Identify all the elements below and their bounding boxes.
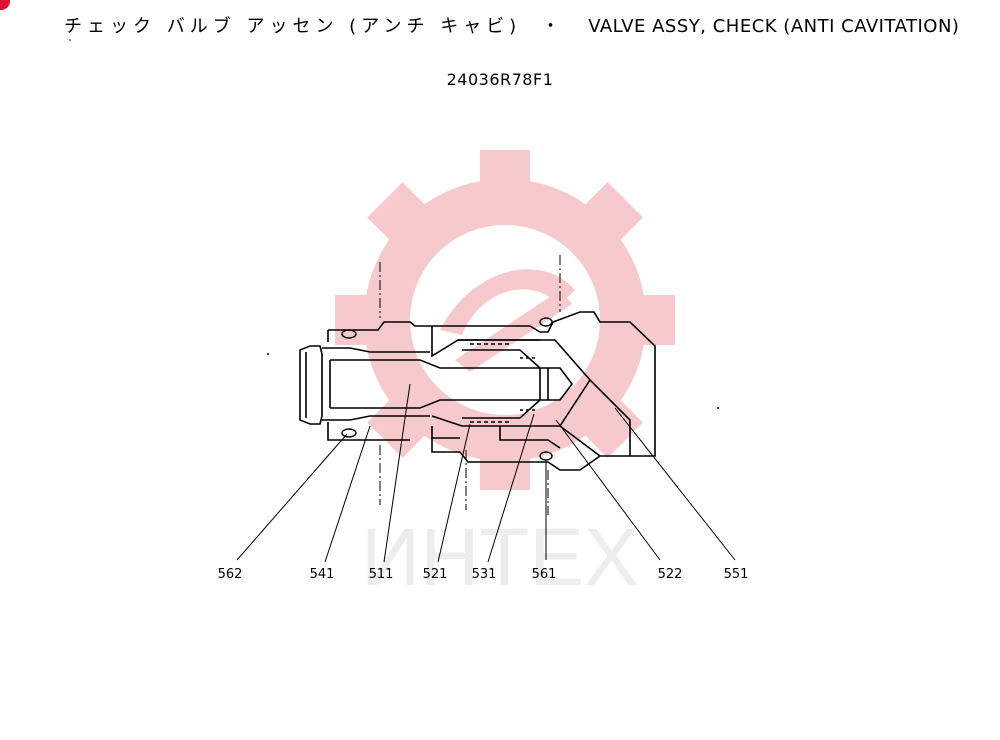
callout-562: 562 [218, 567, 243, 582]
corner-badge-icon [0, 0, 10, 10]
callout-551: 551 [724, 567, 749, 582]
title-separator: ・ [541, 16, 560, 37]
watermark-gear-icon [335, 150, 675, 490]
title-japanese: チェック バルブ アッセン (アンチ キャビ) [64, 16, 522, 37]
callout-511: 511 [369, 567, 394, 582]
callout-521: 521 [423, 567, 448, 582]
callout-541: 541 [310, 567, 335, 582]
callout-522: 522 [658, 567, 683, 582]
title-english: VALVE ASSY, CHECK (ANTI CAVITATION) [588, 16, 960, 37]
valve-body [299, 311, 656, 471]
watermark-text: ИНТЕХ [361, 512, 639, 603]
drawing-title: チェック バルブ アッセン (アンチ キャビ) ・ VALVE ASSY, CH… [64, 12, 964, 38]
stray-marks [69, 39, 719, 409]
leader-lines [236, 383, 736, 563]
part-number: 24036R78F1 [446, 70, 554, 89]
callout-labels: 562 541 511 521 531 561 522 551 [218, 567, 749, 582]
seals [341, 317, 553, 461]
callout-531: 531 [472, 567, 497, 582]
callout-561: 561 [532, 567, 557, 582]
